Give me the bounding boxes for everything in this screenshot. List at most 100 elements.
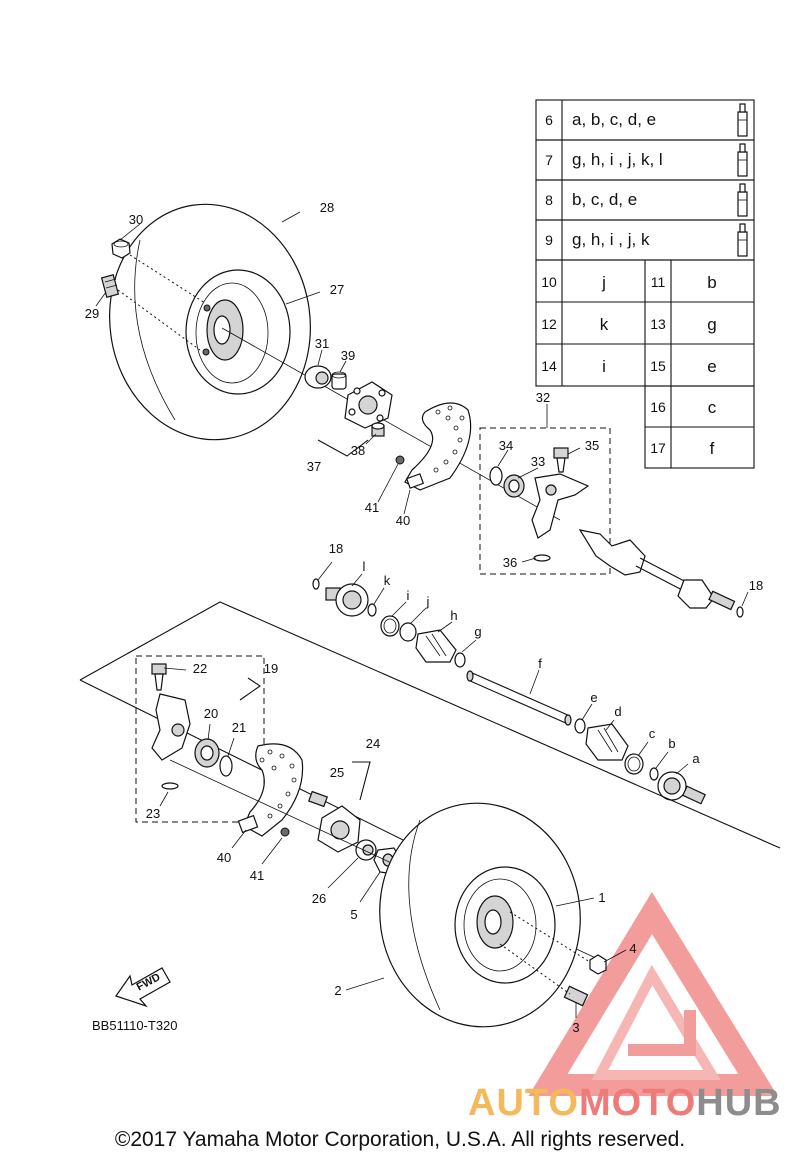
watermark-auto: AUTO (468, 1082, 579, 1124)
svg-text:j: j (601, 273, 606, 292)
grease-tube-icon (737, 183, 748, 217)
svg-text:g, h, i , j, k: g, h, i , j, k (572, 230, 650, 249)
boot-d (585, 723, 629, 761)
callout-41: 41 (365, 500, 379, 515)
single-rows: 16 c 17 f (644, 385, 755, 469)
callout-29: 29 (85, 306, 99, 321)
svg-text:16: 16 (650, 399, 666, 415)
callout-2: 2 (334, 983, 341, 998)
brake-disc-40-lower (237, 743, 304, 837)
nut-26 (355, 839, 377, 861)
grease-tube-icon (737, 103, 748, 137)
svg-text:8: 8 (545, 192, 553, 208)
hub-bolt-25 (308, 790, 328, 808)
automotohub-logo-triangle (528, 891, 778, 1096)
svg-text:a, b, c, d, e: a, b, c, d, e (572, 110, 656, 129)
clamp-g (454, 652, 466, 668)
callout-j: j (426, 594, 430, 609)
svg-text:g, h, i , j, k, l: g, h, i , j, k, l (572, 150, 663, 169)
wheel-stud-3 (563, 985, 589, 1007)
callout-1: 1 (598, 890, 605, 905)
callout-18b: 18 (749, 578, 763, 593)
disc-bolt-41 (395, 455, 405, 465)
callout-b: b (668, 736, 675, 751)
callout-27: 27 (330, 282, 344, 297)
callout-labels: 28 27 30 29 31 39 37 38 41 40 32 34 33 3… (85, 200, 763, 1035)
callout-39: 39 (341, 348, 355, 363)
cap-39 (331, 371, 347, 390)
leader-lines (95, 211, 749, 1018)
wheel-nut-4 (589, 954, 607, 975)
svg-text:10: 10 (541, 274, 557, 290)
callout-5: 5 (350, 907, 357, 922)
callout-g: g (474, 624, 481, 639)
clamp-c (624, 753, 644, 775)
svg-text:e: e (707, 357, 716, 376)
callout-37: 37 (307, 459, 321, 474)
callout-31: 31 (315, 336, 329, 351)
callout-a: a (692, 751, 700, 766)
callout-d: d (614, 704, 621, 719)
watermark-hub: HUB (696, 1082, 782, 1124)
callout-19: 19 (264, 661, 278, 676)
callout-25: 25 (330, 765, 344, 780)
callout-38: 38 (351, 443, 365, 458)
svg-text:17: 17 (650, 440, 666, 456)
svg-text:i: i (602, 357, 606, 376)
svg-text:c: c (708, 398, 717, 417)
grease-tube-icon (737, 223, 748, 257)
svg-text:6: 6 (545, 112, 553, 128)
pair-rows: 10 j 11 b 12 k 13 g 14 i 15 e (535, 259, 755, 387)
watermark-moto: MOTO (578, 1082, 697, 1124)
svg-text:g: g (707, 315, 716, 334)
svg-text:14: 14 (541, 358, 557, 374)
hub-24 (317, 805, 361, 853)
callout-36: 36 (503, 555, 517, 570)
bearing-20 (194, 738, 220, 768)
washer-23 (161, 782, 179, 790)
kit-row-6: 6 a, b, c, d, e (535, 99, 755, 141)
callout-21: 21 (232, 720, 246, 735)
brake-disc-40 (404, 402, 472, 491)
fwd-arrow-icon: FWD (115, 967, 171, 1008)
bearing-33 (503, 474, 525, 498)
callout-e: e (590, 690, 597, 705)
ring-k (367, 603, 377, 617)
shaft-f (466, 670, 572, 726)
disc-bolt-41-lower (280, 827, 290, 837)
wheel-stud-29 (100, 274, 120, 298)
copyright-notice: ©2017 Yamaha Motor Corporation, U.S.A. A… (114, 1128, 686, 1151)
callout-28: 28 (320, 200, 334, 215)
callout-4: 4 (629, 941, 636, 956)
svg-text:12: 12 (541, 316, 557, 332)
callout-i: i (407, 588, 410, 603)
callout-3: 3 (572, 1020, 579, 1035)
svg-text:b, c, d, e: b, c, d, e (572, 190, 637, 209)
callout-34: 34 (499, 438, 513, 453)
callout-33: 33 (531, 454, 545, 469)
svg-text:13: 13 (650, 316, 666, 332)
upper-wheel-assembly (100, 203, 744, 618)
callout-41b: 41 (250, 868, 264, 883)
cv-joint-l (325, 583, 369, 617)
grease-tube-icon (737, 143, 748, 177)
callout-24: 24 (366, 736, 380, 751)
callout-26: 26 (312, 891, 326, 906)
svg-text:7: 7 (545, 152, 553, 168)
ring-e (574, 718, 586, 734)
svg-text:9: 9 (545, 232, 553, 248)
kit-row-7: 7 g, h, i , j, k, l (535, 139, 755, 181)
boot-h (415, 629, 457, 663)
svg-text:b: b (707, 273, 716, 292)
clamp-i (380, 615, 400, 637)
automotohub-watermark-text: AUTOMOTOHUB (468, 1082, 782, 1125)
ring-b (649, 767, 659, 781)
callout-20: 20 (204, 706, 218, 721)
drawing-code: BB51110-T320 (92, 1018, 178, 1033)
callout-l: l (363, 559, 366, 574)
hub-37 (344, 381, 393, 429)
washer-36 (533, 554, 551, 562)
axle-nut-31 (304, 365, 332, 389)
snap-ring-21 (219, 755, 233, 777)
